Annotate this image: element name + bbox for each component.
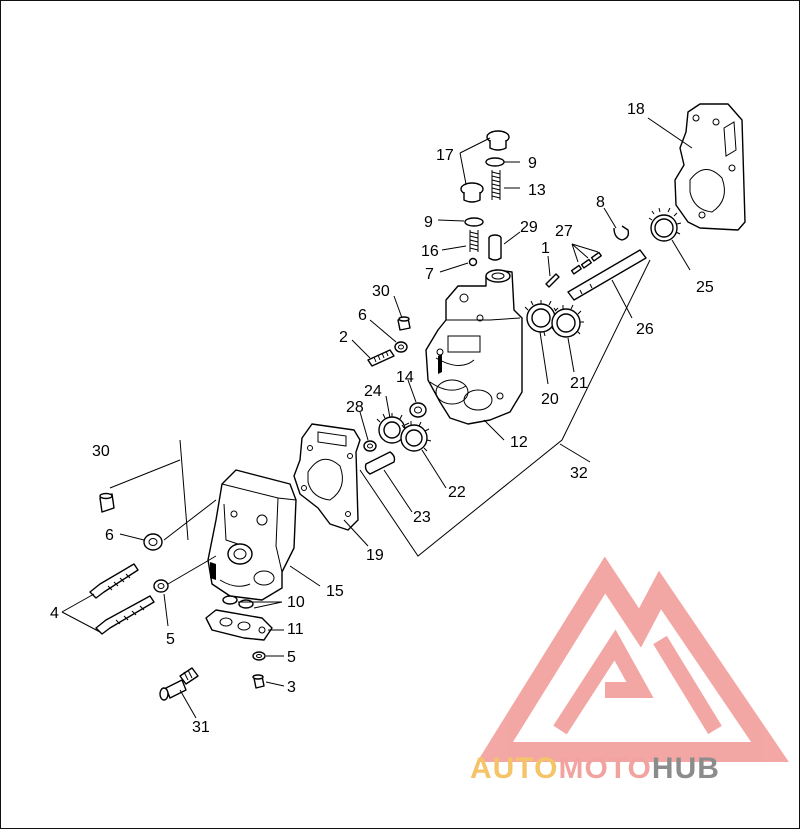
callout-8: 8	[596, 194, 605, 211]
callout-3: 3	[287, 679, 296, 696]
part-gear-21	[551, 304, 584, 338]
callout-12: 12	[510, 434, 528, 451]
watermark-auto: AUTO	[470, 752, 558, 785]
part-washer-28	[363, 440, 377, 452]
part-gear-22	[400, 421, 432, 452]
callout-10: 10	[287, 594, 305, 611]
callout-9-upper: 9	[528, 155, 537, 172]
callout-27: 27	[555, 223, 573, 240]
callout-13: 13	[528, 182, 546, 199]
callout-5-right: 5	[287, 649, 296, 666]
callout-25: 25	[696, 279, 714, 296]
part-bolt-4-lower	[95, 595, 155, 635]
watermark-logo-icon	[477, 556, 789, 762]
part-cap-17-lower	[460, 182, 484, 203]
callout-9-lower: 9	[424, 214, 433, 231]
callout-2: 2	[339, 329, 348, 346]
part-pin-1	[545, 273, 560, 288]
callout-17: 17	[436, 147, 454, 164]
part-shaft-26	[567, 249, 647, 301]
watermark-text: AUTOMOTOHUB	[470, 752, 720, 785]
callout-5-left: 5	[166, 631, 175, 648]
watermark-hub: HUB	[652, 752, 720, 785]
part-o-ring-9-upper	[485, 157, 505, 167]
part-screw-3	[252, 674, 265, 689]
part-plug-30-upper	[397, 316, 411, 331]
part-fitting-31	[159, 667, 199, 701]
part-clip-8	[613, 225, 630, 241]
part-gear-25	[648, 207, 682, 242]
part-washer-6-lower	[143, 533, 163, 551]
callout-22: 22	[448, 484, 466, 501]
part-cap-17-upper	[486, 130, 510, 151]
callout-16: 16	[421, 243, 439, 260]
callout-21: 21	[570, 375, 588, 392]
callout-30-lower: 30	[92, 443, 110, 460]
part-o-ring-10-b	[238, 599, 254, 609]
part-spring-16	[469, 230, 479, 252]
callout-11: 11	[287, 621, 304, 638]
part-o-ring-9-lower	[464, 217, 484, 227]
part-cover-plate-18	[674, 103, 746, 231]
part-washer-6-upper	[394, 341, 408, 353]
callout-30-upper: 30	[372, 283, 390, 300]
callout-7: 7	[425, 266, 434, 283]
part-dowel-23	[364, 451, 396, 475]
part-o-ring-10-a	[222, 595, 238, 605]
callout-1: 1	[541, 240, 550, 257]
part-washer-14	[409, 402, 427, 418]
part-washer-5-right	[252, 651, 266, 661]
callout-28: 28	[346, 399, 364, 416]
part-washer-5-left	[153, 579, 169, 593]
callout-31: 31	[192, 719, 210, 736]
part-screw-2	[367, 349, 395, 367]
part-cover-housing-15	[207, 469, 297, 601]
leader-lines	[61, 117, 693, 719]
callout-15: 15	[326, 583, 344, 600]
watermark-moto: MOTO	[558, 752, 651, 785]
part-sleeve-29	[488, 234, 502, 261]
callout-labels: 1 2 3 4 5 5 6 6 7 8 9 9 10 11 12 13 14 1…	[50, 101, 714, 736]
part-gasket-19	[293, 423, 361, 531]
callout-19: 19	[366, 547, 384, 564]
callout-23: 23	[413, 509, 431, 526]
callout-26: 26	[636, 321, 654, 338]
callout-20: 20	[541, 391, 559, 408]
callout-6-upper: 6	[358, 307, 367, 324]
callout-4: 4	[50, 605, 59, 622]
callout-18: 18	[627, 101, 645, 118]
part-plug-30-lower	[99, 492, 115, 513]
part-keys-27	[570, 251, 602, 275]
part-flange-11	[205, 609, 273, 641]
part-ball-7	[468, 257, 478, 267]
part-spring-13	[491, 170, 501, 200]
callout-32: 32	[570, 465, 588, 482]
callout-6-lower: 6	[105, 527, 114, 544]
callout-24: 24	[364, 383, 382, 400]
callout-29: 29	[520, 219, 538, 236]
part-pump-body-12	[425, 269, 523, 425]
part-bolt-4-upper	[89, 563, 139, 599]
callout-14: 14	[396, 369, 414, 386]
